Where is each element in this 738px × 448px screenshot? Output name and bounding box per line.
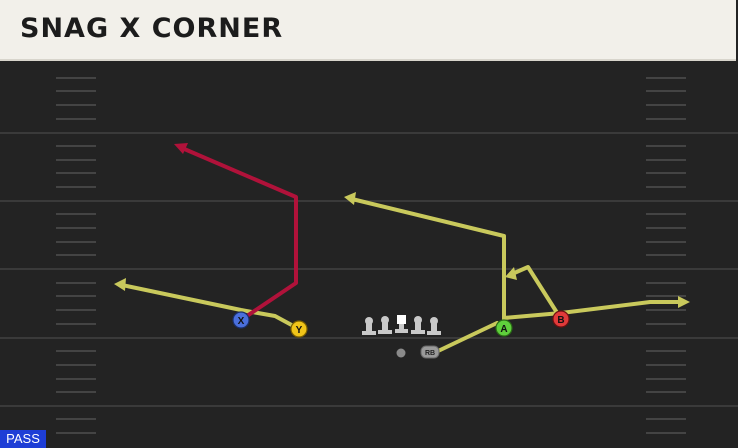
route-rb	[434, 321, 499, 354]
hash-marks-left	[56, 77, 96, 434]
offensive-line	[362, 315, 441, 358]
route-x-arrow	[174, 143, 188, 154]
player-a-label: A	[500, 324, 507, 335]
lineman-icon	[427, 317, 441, 335]
route-x	[180, 146, 298, 322]
quarterback-icon	[396, 348, 406, 358]
yard-lines	[0, 132, 738, 407]
routes	[114, 143, 690, 354]
route-a-arrow	[344, 192, 356, 205]
player-a[interactable]: A	[495, 319, 513, 337]
player-rb[interactable]: RB	[420, 345, 440, 359]
player-y-label: Y	[296, 325, 303, 336]
lineman-icon	[411, 316, 425, 334]
player-x[interactable]: X	[232, 311, 250, 329]
player-rb-label: RB	[425, 350, 435, 357]
route-flat-arrow	[678, 296, 690, 308]
title-bar: SNAG X CORNER	[0, 0, 736, 61]
route-y-arrow	[114, 278, 126, 291]
play-type-badge: PASS	[0, 430, 46, 448]
player-x-label: X	[238, 316, 245, 327]
play-title: SNAG X CORNER	[20, 13, 284, 44]
route-b	[510, 265, 563, 321]
center-icon	[395, 315, 408, 333]
route-flat	[502, 300, 683, 320]
lineman-icon	[362, 317, 376, 335]
player-y[interactable]: Y	[290, 320, 308, 338]
lineman-icon	[378, 316, 392, 334]
hash-marks-right	[646, 77, 686, 434]
play-field: RB X Y A B	[0, 77, 738, 434]
route-a	[350, 197, 506, 329]
route-b-arrow	[505, 267, 517, 280]
player-b-label: B	[557, 315, 564, 326]
route-y	[120, 283, 301, 331]
player-b[interactable]: B	[552, 310, 570, 328]
